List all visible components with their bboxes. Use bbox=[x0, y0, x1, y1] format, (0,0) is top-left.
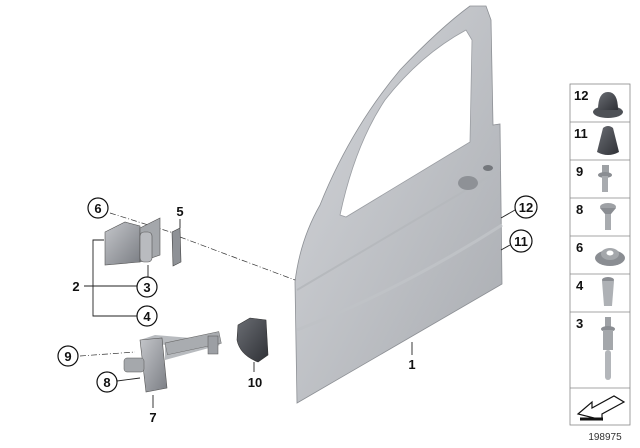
callout-7[interactable]: 7 bbox=[149, 410, 156, 425]
svg-text:12: 12 bbox=[574, 88, 588, 103]
callout-8[interactable]: 8 bbox=[96, 371, 118, 393]
parts-panel: 12 11 9 8 6 bbox=[569, 83, 631, 426]
panel-item-3[interactable]: 3 bbox=[576, 316, 615, 380]
svg-text:4: 4 bbox=[576, 278, 584, 293]
callout-12[interactable]: 12 bbox=[514, 195, 538, 219]
svg-text:3: 3 bbox=[143, 280, 150, 295]
svg-text:4: 4 bbox=[143, 309, 151, 324]
callout-4[interactable]: 4 bbox=[136, 305, 158, 327]
door-panel[interactable] bbox=[294, 5, 503, 404]
callout-3[interactable]: 3 bbox=[136, 276, 158, 298]
diagram-id: 198975 bbox=[588, 432, 622, 443]
svg-text:11: 11 bbox=[514, 234, 528, 249]
door-hinge[interactable] bbox=[104, 217, 161, 266]
hinge-plate[interactable] bbox=[171, 227, 182, 267]
callout-5[interactable]: 5 bbox=[176, 204, 183, 219]
callout-10[interactable]: 10 bbox=[248, 375, 262, 390]
svg-text:8: 8 bbox=[103, 375, 110, 390]
callout-1[interactable]: 1 bbox=[408, 357, 415, 372]
leader-lines bbox=[84, 209, 516, 408]
rubber-stop-round-icon bbox=[593, 92, 623, 118]
svg-text:11: 11 bbox=[574, 126, 588, 141]
hex-bolt-icon bbox=[598, 165, 612, 192]
panel-item-4[interactable]: 4 bbox=[576, 277, 614, 306]
svg-text:9: 9 bbox=[64, 349, 71, 364]
svg-text:9: 9 bbox=[576, 164, 583, 179]
door-check[interactable] bbox=[123, 331, 222, 393]
door-buffer[interactable] bbox=[236, 317, 269, 363]
callout-2[interactable]: 2 bbox=[72, 279, 79, 294]
threaded-pin-icon bbox=[601, 317, 615, 380]
svg-text:6: 6 bbox=[94, 201, 101, 216]
panel-item-6[interactable]: 6 bbox=[576, 240, 625, 266]
panel-item-8[interactable]: 8 bbox=[576, 202, 616, 230]
insert-sleeve-icon bbox=[602, 277, 614, 306]
callout-6[interactable]: 6 bbox=[87, 197, 109, 219]
panel-item-11[interactable]: 11 bbox=[574, 126, 619, 155]
svg-text:12: 12 bbox=[519, 200, 533, 215]
rubber-stop-cone-icon bbox=[597, 126, 619, 155]
panel-item-12[interactable]: 12 bbox=[574, 88, 623, 118]
svg-text:6: 6 bbox=[576, 240, 583, 255]
countersunk-screw-icon bbox=[600, 203, 616, 230]
svg-text:3: 3 bbox=[576, 316, 583, 331]
door-handle bbox=[458, 176, 478, 190]
callout-9[interactable]: 9 bbox=[57, 345, 79, 367]
panel-item-9[interactable]: 9 bbox=[576, 164, 612, 192]
svg-text:8: 8 bbox=[576, 202, 583, 217]
flange-nut-icon bbox=[595, 248, 625, 266]
panel-nav-arrow[interactable] bbox=[576, 395, 626, 421]
callout-11[interactable]: 11 bbox=[509, 229, 533, 253]
